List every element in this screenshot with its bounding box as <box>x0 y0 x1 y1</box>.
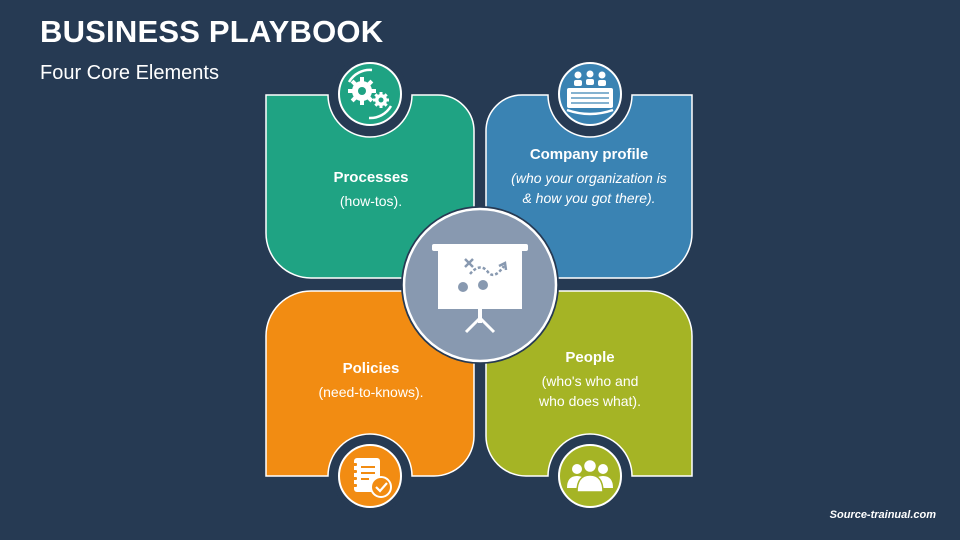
processes-description: (how-tos). <box>339 193 403 209</box>
page-subtitle: Four Core Elements <box>40 62 219 84</box>
policies-text: Policies (need-to-knows). <box>290 359 452 402</box>
company-profile-description-line1: (who your organization is <box>511 170 667 186</box>
company-profile-text: Company profile (who your organization i… <box>498 145 680 208</box>
team-icon <box>552 438 628 514</box>
processes-text: Processes (how-tos). <box>296 168 446 211</box>
people-description-line2: who does what). <box>539 393 641 409</box>
policies-description: (need-to-knows). <box>318 384 424 400</box>
source-credit: Source-trainual.com <box>829 509 936 521</box>
page-title: BUSINESS PLAYBOOK <box>40 14 384 49</box>
company-profile-heading: Company profile <box>529 146 649 163</box>
gears-icon <box>332 56 408 132</box>
people-description-line1: (who's who and <box>541 373 639 389</box>
audience-icon <box>552 56 628 132</box>
people-heading: People <box>565 349 615 366</box>
company-profile-description-line2: & how you got there). <box>522 190 656 206</box>
strategy-board-icon <box>401 206 559 364</box>
policies-heading: Policies <box>342 360 400 377</box>
checklist-icon <box>332 438 408 514</box>
processes-heading: Processes <box>333 169 409 186</box>
people-text: People (who's who and who does what). <box>512 348 668 411</box>
